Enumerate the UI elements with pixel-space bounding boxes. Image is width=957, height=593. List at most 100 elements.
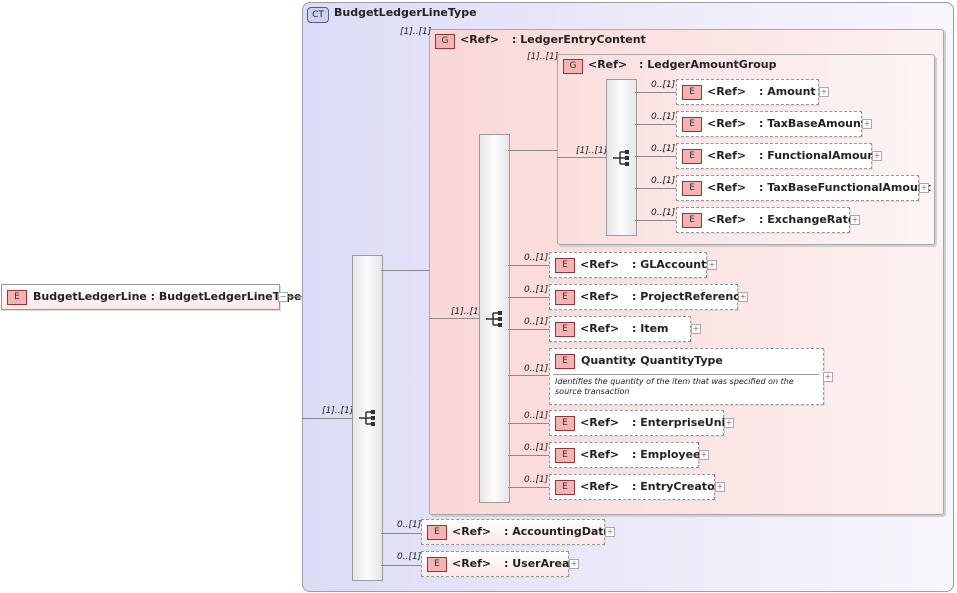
connector xyxy=(381,270,429,271)
inner-sequence-compositor[interactable] xyxy=(479,134,510,503)
element-ref: <Ref> xyxy=(707,213,747,226)
expand-toggle[interactable]: + xyxy=(691,324,701,334)
expand-toggle[interactable]: + xyxy=(707,260,717,270)
expand-toggle[interactable]: + xyxy=(862,119,872,129)
element-name: : FunctionalAmount xyxy=(759,149,881,162)
complex-type-badge: CT xyxy=(307,7,329,23)
sequence-icon xyxy=(359,410,375,426)
quantity-type: : QuantityType xyxy=(632,354,723,367)
element-badge: E xyxy=(427,557,447,572)
connector xyxy=(508,375,549,376)
connector xyxy=(381,565,421,566)
expand-toggle[interactable]: + xyxy=(872,151,882,161)
project-reference-element[interactable]: E <Ref> : ProjectReference xyxy=(549,284,747,310)
connector xyxy=(635,188,676,189)
element-cardinality: 0..[1] xyxy=(524,253,549,263)
tax-base-functional-amount-element[interactable]: E <Ref> : TaxBaseFunctionalAmount xyxy=(676,175,931,201)
element-badge: E xyxy=(555,258,575,273)
connector xyxy=(508,423,549,424)
expand-toggle[interactable]: + xyxy=(605,527,615,537)
expand-toggle[interactable]: + xyxy=(569,559,579,569)
outer-sequence-cardinality: [1]..[1] xyxy=(322,406,354,416)
connector xyxy=(557,157,606,158)
element-badge: E xyxy=(555,448,575,463)
element-cardinality: 0..[1] xyxy=(397,552,422,562)
element-badge: E xyxy=(682,149,702,164)
connector xyxy=(508,150,557,151)
ledger-entry-group-name: : LedgerEntryContent xyxy=(512,33,646,46)
expand-toggle[interactable]: + xyxy=(823,372,833,382)
group-badge: G xyxy=(563,59,583,74)
expand-toggle[interactable]: + xyxy=(919,183,929,193)
element-name: : ProjectReference xyxy=(632,290,748,303)
element-ref: <Ref> xyxy=(580,448,620,461)
connector xyxy=(635,92,676,93)
element-badge: E xyxy=(427,525,447,540)
quantity-documentation: Identifies the quantity of the item that… xyxy=(555,377,794,396)
element-badge: E xyxy=(682,181,702,196)
element-badge: E xyxy=(555,322,575,337)
functional-amount-element[interactable]: E <Ref> : FunctionalAmount xyxy=(676,143,880,169)
element-ref: <Ref> xyxy=(580,480,620,493)
divider xyxy=(553,374,819,375)
amount-element[interactable]: E <Ref> : Amount xyxy=(676,79,819,105)
amount-sequence-compositor[interactable] xyxy=(606,79,637,236)
element-badge: E xyxy=(7,290,27,305)
connector xyxy=(381,533,421,534)
element-cardinality: 0..[1] xyxy=(651,176,676,186)
connector xyxy=(429,318,479,319)
element-ref: <Ref> xyxy=(580,322,620,335)
connector xyxy=(508,297,549,298)
amount-sequence-cardinality: [1]..[1] xyxy=(576,146,608,156)
enterprise-unit-element[interactable]: E <Ref> : EnterpriseUnit xyxy=(549,410,731,436)
connector xyxy=(302,418,352,419)
quantity-label: Quantity xyxy=(581,354,635,367)
element-cardinality: 0..[1] xyxy=(651,208,676,218)
element-cardinality: 0..[1] xyxy=(524,443,549,453)
collapse-toggle[interactable]: − xyxy=(278,292,288,302)
element-badge: E xyxy=(682,85,702,100)
element-name: : AccountingDate xyxy=(504,525,612,538)
connector xyxy=(635,124,676,125)
expand-toggle[interactable]: + xyxy=(699,450,709,460)
element-cardinality: 0..[1] xyxy=(524,317,549,327)
element-ref: <Ref> xyxy=(707,149,747,162)
group-badge: G xyxy=(435,34,455,49)
user-area-element[interactable]: E <Ref> : UserArea xyxy=(421,551,569,577)
item-element[interactable]: E <Ref> : Item xyxy=(549,316,691,342)
element-name: : EntryCreator xyxy=(632,480,721,493)
element-ref: <Ref> xyxy=(452,525,492,538)
root-element[interactable]: E BudgetLedgerLine : BudgetLedgerLineTyp… xyxy=(1,284,301,310)
element-ref: <Ref> xyxy=(707,117,747,130)
connector xyxy=(508,487,549,488)
connector xyxy=(508,329,549,330)
element-name: : GLAccount xyxy=(632,258,707,271)
element-ref: <Ref> xyxy=(452,557,492,570)
sequence-icon xyxy=(486,311,502,327)
expand-toggle[interactable]: + xyxy=(738,292,748,302)
element-ref: <Ref> xyxy=(580,416,620,429)
amount-group-ref: <Ref> xyxy=(588,58,628,71)
employee-element[interactable]: E <Ref> : Employee xyxy=(549,442,701,468)
quantity-element[interactable]: E Quantity : QuantityType Identifies the… xyxy=(549,348,824,405)
expand-toggle[interactable]: + xyxy=(850,215,860,225)
element-badge: E xyxy=(555,354,575,369)
element-name: : UserArea xyxy=(504,557,570,570)
accounting-date-element[interactable]: E <Ref> : AccountingDate xyxy=(421,519,611,545)
outer-sequence-compositor[interactable] xyxy=(352,255,383,581)
connector xyxy=(635,156,676,157)
tax-base-amount-element[interactable]: E <Ref> : TaxBaseAmount xyxy=(676,111,866,137)
expand-toggle[interactable]: + xyxy=(724,418,734,428)
element-badge: E xyxy=(555,416,575,431)
element-ref: <Ref> xyxy=(580,290,620,303)
exchange-rate-element[interactable]: E <Ref> : ExchangeRate xyxy=(676,207,855,233)
element-cardinality: 0..[1] xyxy=(651,80,676,90)
complex-type-title: BudgetLedgerLineType xyxy=(334,6,477,19)
gl-account-element[interactable]: E <Ref> : GLAccount xyxy=(549,252,707,278)
entry-creator-element[interactable]: E <Ref> : EntryCreator xyxy=(549,474,720,500)
expand-toggle[interactable]: + xyxy=(819,87,829,97)
amount-group-name: : LedgerAmountGroup xyxy=(639,58,777,71)
ledger-entry-group-ref: <Ref> xyxy=(460,33,500,46)
element-name: : Amount xyxy=(759,85,816,98)
expand-toggle[interactable]: + xyxy=(715,482,725,492)
